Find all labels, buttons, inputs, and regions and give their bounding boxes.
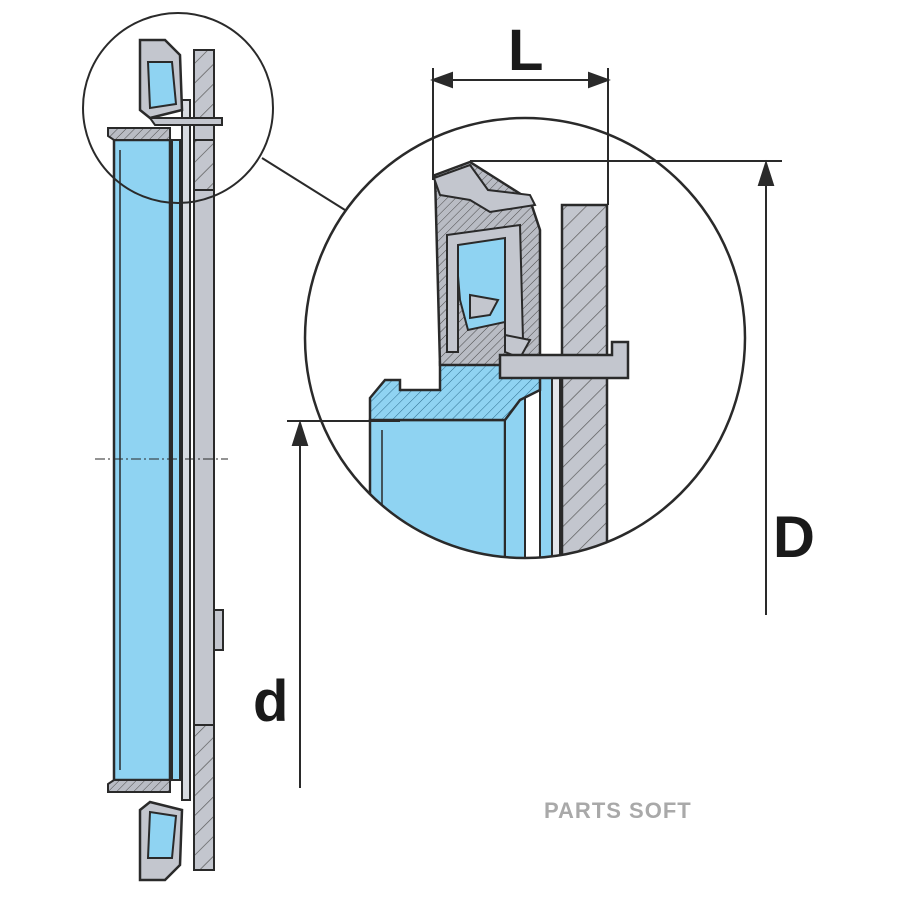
- zoom-detail-circle: [303, 116, 747, 560]
- dimension-inner-diameter-label: d: [253, 669, 288, 734]
- detail-connector: [261, 157, 346, 211]
- zoom-detail-view: [368, 160, 630, 558]
- dimension-inner-diameter: [287, 419, 400, 788]
- full-section-view: [95, 38, 228, 882]
- dimension-outer-diameter: [470, 159, 782, 615]
- watermark-text: PARTS SOFT: [544, 798, 692, 823]
- dimension-width-label: L: [508, 18, 543, 83]
- dimension-outer-diameter-label: D: [773, 505, 815, 570]
- wear-sleeve: [112, 138, 172, 782]
- detail-marker-circle: [82, 12, 274, 204]
- dimension-width: [430, 68, 611, 205]
